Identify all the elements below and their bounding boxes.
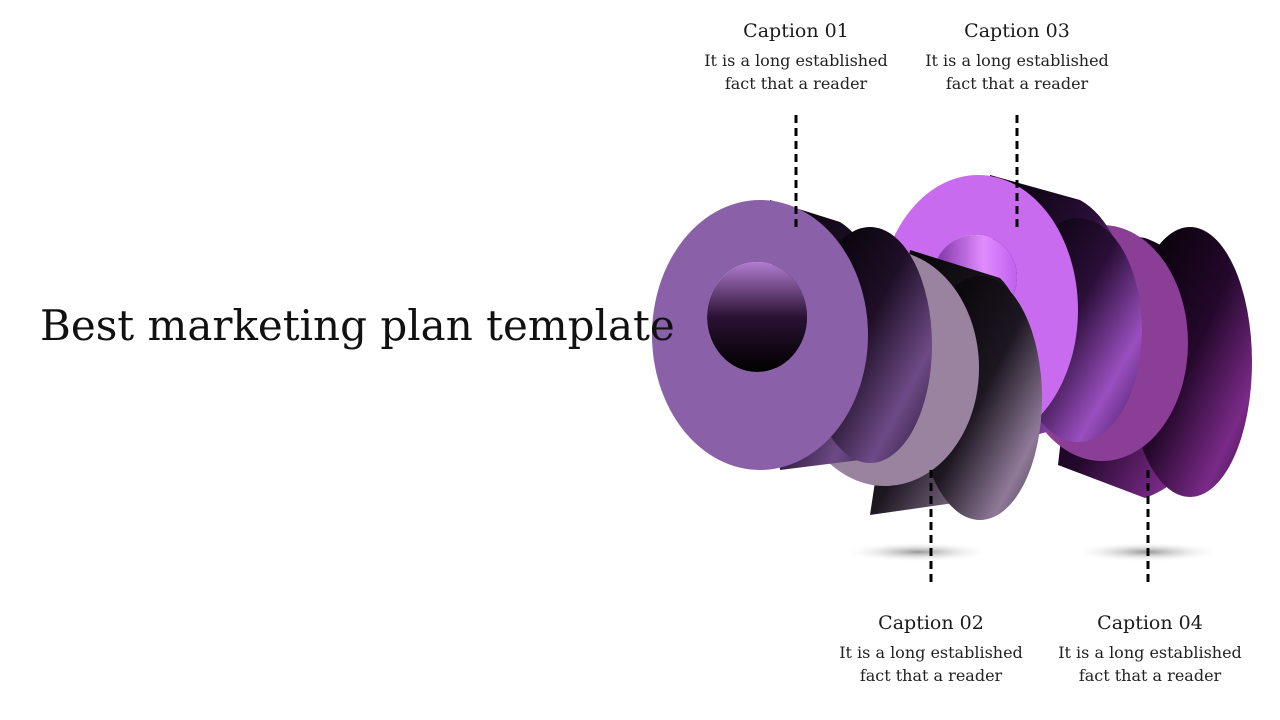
cylinder-1 bbox=[652, 200, 932, 470]
caption-04-line-1: It is a long established bbox=[1058, 643, 1242, 662]
caption-01-body: It is a long established fact that a rea… bbox=[686, 49, 906, 95]
caption-02-line-2: fact that a reader bbox=[859, 666, 1003, 685]
caption-01-line-1: It is a long established bbox=[704, 51, 888, 70]
caption-01: Caption 01 It is a long established fact… bbox=[686, 18, 906, 95]
slide-title: Best marketing plan template bbox=[40, 301, 675, 350]
caption-03-title: Caption 03 bbox=[964, 20, 1070, 42]
caption-03: Caption 03 It is a long established fact… bbox=[907, 18, 1127, 95]
caption-02-body: It is a long established fact that a rea… bbox=[821, 641, 1041, 687]
caption-04: Caption 04 It is a long established fact… bbox=[1040, 610, 1260, 687]
caption-01-title: Caption 01 bbox=[743, 20, 849, 42]
cylinder-1-hole bbox=[707, 262, 807, 372]
caption-02-line-1: It is a long established bbox=[839, 643, 1023, 662]
shadow-2 bbox=[843, 542, 993, 562]
caption-04-line-2: fact that a reader bbox=[1078, 666, 1222, 685]
caption-02: Caption 02 It is a long established fact… bbox=[821, 610, 1041, 687]
caption-01-line-2: fact that a reader bbox=[724, 74, 868, 93]
caption-03-line-1: It is a long established bbox=[925, 51, 1109, 70]
caption-04-title: Caption 04 bbox=[1097, 612, 1203, 634]
caption-03-body: It is a long established fact that a rea… bbox=[907, 49, 1127, 95]
caption-02-title: Caption 02 bbox=[878, 612, 984, 634]
caption-04-body: It is a long established fact that a rea… bbox=[1040, 641, 1260, 687]
caption-03-line-2: fact that a reader bbox=[945, 74, 1089, 93]
